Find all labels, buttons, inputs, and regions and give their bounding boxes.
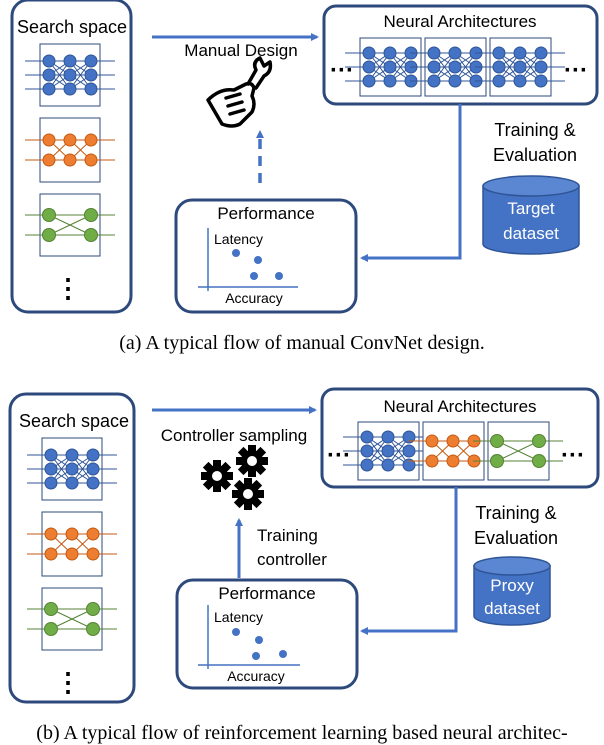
performance-box [174,198,358,314]
gears-icon [201,445,268,510]
plot-point [279,650,287,658]
latency-label: Latency [214,609,263,625]
accuracy-label: Accuracy [225,290,283,306]
performance-title: Performance [217,204,314,223]
search-space-label: Search space [17,17,127,37]
ellipsis-right: ··· [564,57,588,84]
plot-point [255,636,263,644]
performance-plot [198,228,298,291]
search-net-orange [24,117,116,183]
ellipsis-right: ··· [561,442,585,469]
arrow-arch-to-performance [360,104,462,262]
caption-a: (a) A typical flow of manual ConvNet des… [119,332,485,354]
search-more-dots: ⋮ [55,273,81,303]
dataset-label-line2: dataset [503,224,559,243]
plot-point [252,652,260,660]
hand-wrench-icon [206,56,273,128]
target-dataset-cylinder: Target dataset [482,175,580,255]
search-more-dots: ⋮ [55,667,81,697]
arrow-arch-to-performance [360,487,458,635]
arch-net-3 [472,421,564,481]
search-space-label: Search space [19,411,129,431]
performance-title: Performance [218,584,315,603]
plot-point [254,256,262,264]
training-controller-line2: controller [257,550,327,569]
search-net-green [24,193,116,257]
accuracy-label: Accuracy [227,668,285,684]
search-net-blue [26,437,118,501]
search-net-orange [26,511,118,577]
ellipsis-left: ··· [330,57,354,84]
arch-net-1 [342,421,434,481]
caption-b: (b) A typical flow of reinforcement lear… [36,722,568,744]
latency-label: Latency [214,231,263,247]
search-net-blue [24,43,116,107]
dataset-label-line1: Target [507,199,555,218]
arch-net-2 [407,421,499,481]
manual-design-label: Manual Design [184,41,297,60]
performance-plot [198,605,300,669]
plot-point [232,249,240,257]
training-eval-line1: Training & [475,503,556,523]
ellipsis-left: ··· [327,442,351,469]
panel-a: Search space ⋮ Neural Architectures ··· [10,0,599,314]
performance-box [175,578,359,690]
panel-b: Search space ⋮ Neural Architectures ··· [8,387,600,704]
training-eval-line1: Training & [494,120,575,140]
neural-architectures-title: Neural Architectures [383,397,536,416]
dataset-label-line1: Proxy [490,576,534,595]
arch-net-3 [474,37,566,97]
controller-sampling-label: Controller sampling [161,426,307,445]
plot-point [232,628,240,636]
training-eval-line2: Evaluation [493,145,577,165]
neural-architectures-title: Neural Architectures [383,12,536,31]
training-eval-line2: Evaluation [474,528,558,548]
training-controller-line1: Training [257,526,318,545]
dataset-label-line2: dataset [484,599,540,618]
search-net-green [26,587,118,651]
proxy-dataset-cylinder: Proxy dataset [473,556,551,626]
plot-point [250,272,258,280]
plot-point [275,272,283,280]
